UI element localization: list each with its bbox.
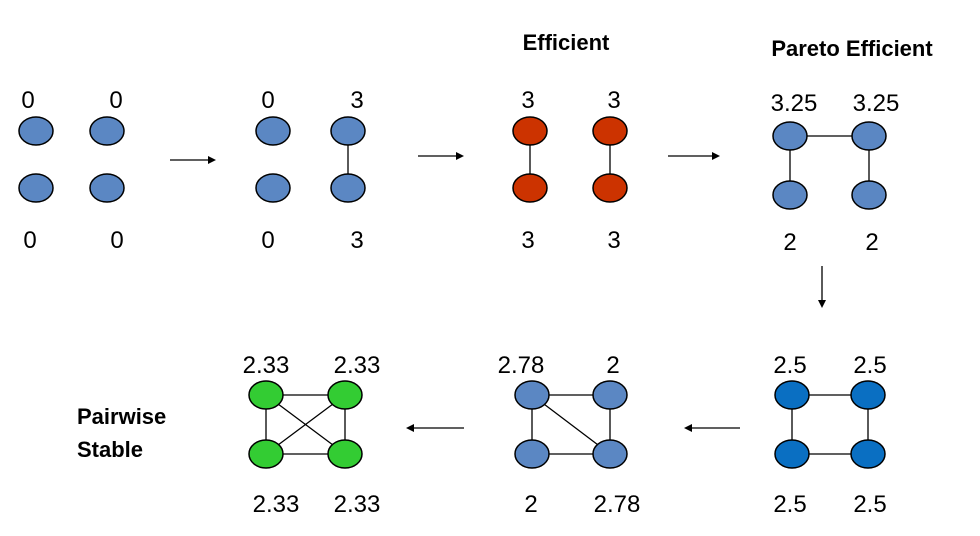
- network-empty: 0 0 0 0: [18, 87, 125, 254]
- arrow-4: [818, 266, 826, 308]
- payoff-label-br: 2.78: [594, 491, 641, 518]
- payoff-label-tr: 2: [606, 352, 619, 379]
- payoff-label-bl: 2: [783, 229, 796, 256]
- node-bl: [18, 173, 54, 203]
- payoff-label-tr: 3.25: [853, 90, 900, 117]
- payoff-label-br: 2.5: [853, 491, 886, 518]
- payoff-label-br: 0: [110, 227, 123, 254]
- network-cycle-diagonal: 2.78 2 2 2.78: [498, 352, 641, 518]
- node-tl: [514, 380, 550, 410]
- network-one-link: 0 3 0 3: [255, 87, 366, 254]
- arrow-2: [418, 152, 464, 160]
- node-tl: [255, 116, 291, 146]
- payoff-label-bl: 3: [521, 227, 534, 254]
- payoff-label-tr: 3: [607, 87, 620, 114]
- payoff-label-bl: 0: [23, 227, 36, 254]
- node-br: [592, 439, 628, 469]
- payoff-label-br: 2.33: [334, 491, 381, 518]
- node-tr: [851, 121, 887, 151]
- node-br: [850, 439, 886, 469]
- network-complete: 2.33 2.33 2.33 2.33: [243, 352, 381, 518]
- node-tr: [330, 116, 366, 146]
- payoff-label-tl: 3.25: [771, 90, 818, 117]
- payoff-label-tl: 3: [521, 87, 534, 114]
- node-tl: [248, 380, 284, 410]
- payoff-label-bl: 2: [524, 491, 537, 518]
- payoff-label-tl: 2.5: [773, 352, 806, 379]
- node-br: [330, 173, 366, 203]
- payoff-label-br: 3: [350, 227, 363, 254]
- payoff-label-bl: 2.5: [773, 491, 806, 518]
- payoff-label-tr: 2.5: [853, 352, 886, 379]
- payoff-label-bl: 2.33: [253, 491, 300, 518]
- node-bl: [774, 439, 810, 469]
- network-pareto: 3.25 3.25 2 2: [771, 90, 900, 256]
- title-pareto-efficient: Pareto Efficient: [771, 36, 933, 61]
- payoff-label-tr: 0: [109, 87, 122, 114]
- network-efficient: 3 3 3 3: [512, 87, 628, 254]
- node-bl: [772, 180, 808, 210]
- payoff-label-tl: 0: [261, 87, 274, 114]
- node-tl: [18, 116, 54, 146]
- node-tl: [774, 380, 810, 410]
- network-cycle: 2.5 2.5 2.5 2.5: [773, 352, 886, 518]
- arrow-1: [170, 156, 216, 164]
- payoff-label-br: 3: [607, 227, 620, 254]
- node-br: [327, 439, 363, 469]
- node-bl: [514, 439, 550, 469]
- node-tl: [512, 116, 548, 146]
- arrow-5: [684, 424, 740, 432]
- node-tr: [592, 116, 628, 146]
- node-tr: [850, 380, 886, 410]
- payoff-label-tr: 3: [350, 87, 363, 114]
- title-pairwise: Pairwise: [77, 404, 166, 429]
- payoff-label-tr: 2.33: [334, 352, 381, 379]
- node-bl: [248, 439, 284, 469]
- payoff-label-tl: 2.33: [243, 352, 290, 379]
- title-stable: Stable: [77, 437, 143, 462]
- node-tl: [772, 121, 808, 151]
- node-tr: [89, 116, 125, 146]
- node-br: [89, 173, 125, 203]
- node-bl: [255, 173, 291, 203]
- payoff-label-br: 2: [865, 229, 878, 256]
- title-efficient: Efficient: [523, 30, 610, 55]
- node-br: [851, 180, 887, 210]
- payoff-label-bl: 0: [261, 227, 274, 254]
- arrow-6: [406, 424, 464, 432]
- node-bl: [512, 173, 548, 203]
- payoff-label-tl: 0: [21, 87, 34, 114]
- arrow-3: [668, 152, 720, 160]
- node-tr: [327, 380, 363, 410]
- payoff-label-tl: 2.78: [498, 352, 545, 379]
- node-br: [592, 173, 628, 203]
- node-tr: [592, 380, 628, 410]
